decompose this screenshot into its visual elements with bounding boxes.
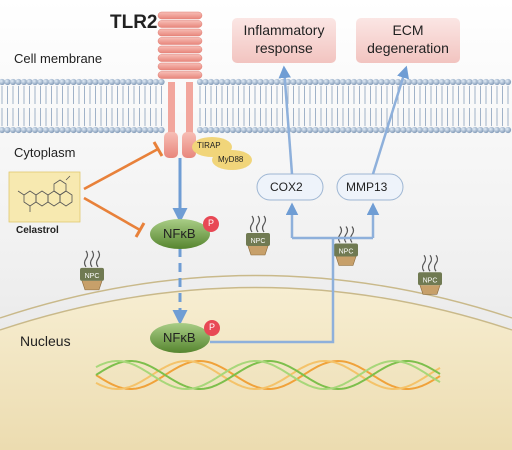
arrow-cox2-to-inflammatory [278, 65, 294, 175]
inhibition-bar-receptor [152, 141, 164, 157]
nucleus-label: Nucleus [20, 333, 71, 349]
line-nfkb-to-targets [210, 238, 335, 344]
phospho-nucleus-label: P [209, 322, 216, 332]
inhibition-bar-nfkb [134, 222, 146, 238]
celastrol-structure [8, 171, 81, 223]
tirap-label: TIRAP [197, 141, 221, 150]
inflammatory-line2: response [255, 40, 313, 56]
inflammatory-line1: Inflammatory [243, 22, 325, 38]
tlr2-label: TLR2 [110, 12, 158, 33]
nuclear-pore-complex: NPC [80, 250, 104, 291]
nfkb-nucleus-label: NFκB [163, 330, 196, 345]
inhibition-line-receptor [83, 147, 159, 191]
ecm-degeneration-box [356, 18, 460, 63]
myd88-label: MyD88 [218, 155, 244, 164]
nuclear-envelope-outer [0, 274, 512, 319]
mmp13-label: MMP13 [346, 180, 388, 194]
nucleus-region [0, 287, 512, 450]
npc-label: NPC [85, 273, 100, 280]
cox2-label: COX2 [270, 180, 303, 194]
celastrol-label: Celastrol [16, 225, 59, 236]
nuclear-pore-complex: NPC [418, 254, 442, 295]
inflammatory-response-box [232, 18, 336, 63]
cell-membrane-label: Cell membrane [14, 51, 103, 66]
cox2-box [256, 173, 324, 201]
dna-helix [95, 359, 441, 391]
phospho-badge-nucleus [204, 320, 220, 336]
myd88-protein [212, 150, 252, 170]
nuclear-pore-complex: NPC [334, 226, 358, 266]
nfkb-nucleus [150, 323, 210, 353]
npc-label: NPC [423, 277, 438, 284]
npc-label: NPC [339, 249, 354, 256]
ecm-line1: ECM [392, 22, 424, 38]
mmp13-box [336, 173, 404, 201]
nfkb-cytoplasm-label: NFκB [163, 226, 196, 241]
phospho-badge-cytoplasm [203, 216, 219, 232]
cytoplasm-label: Cytoplasm [14, 145, 76, 160]
tlr2-receptor [157, 11, 203, 158]
arrow-mmp13-to-ecm [371, 65, 409, 175]
phospho-cytoplasm-label: P [208, 218, 215, 228]
nuclear-envelope-inner [0, 286, 512, 331]
nfkb-cytoplasm [150, 219, 210, 249]
npc-label: NPC [251, 238, 266, 245]
inhibition-line-nfkb [83, 196, 141, 232]
celastrol-molecule-icon [17, 175, 73, 212]
ecm-line2: degeneration [367, 40, 449, 56]
nuclear-pore-complex: NPC [246, 215, 270, 256]
